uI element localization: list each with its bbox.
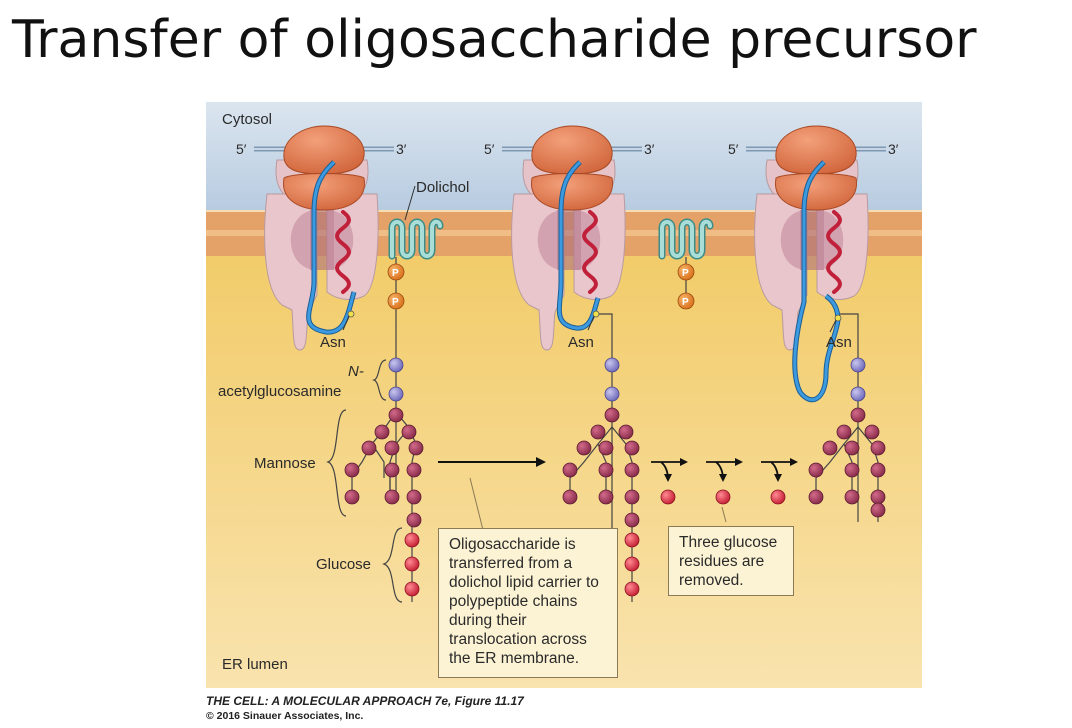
acetylglucosamine-label: acetylglucosamine xyxy=(218,383,341,400)
phosphate-letter: P xyxy=(392,268,399,279)
mannose-residue xyxy=(624,489,640,505)
mannose-residue xyxy=(604,407,620,423)
attached-oligosaccharide-3 xyxy=(808,313,886,522)
mannose-residue xyxy=(406,489,422,505)
phosphate-3 xyxy=(677,263,695,281)
mannose-residue xyxy=(406,512,422,528)
asn-label: Asn xyxy=(568,334,594,351)
mannose-residue xyxy=(374,424,390,440)
mannose-residue xyxy=(850,407,866,423)
asn-label: Asn xyxy=(826,334,852,351)
glucose-residue xyxy=(624,581,640,597)
mannose-residue xyxy=(401,424,417,440)
glucose-label-group: Glucose xyxy=(316,527,403,603)
removed-glucose xyxy=(715,489,731,505)
nag-residue xyxy=(388,357,404,373)
phosphate-2 xyxy=(387,292,405,310)
removed-glucose xyxy=(770,489,786,505)
mannose-residue xyxy=(388,407,404,423)
translocon-3: Asn xyxy=(754,125,869,403)
cytosol-label: Cytosol xyxy=(222,111,272,128)
mannose-label-group: Mannose xyxy=(254,409,347,517)
phosphate-letter: P xyxy=(682,268,689,279)
mannose-residue xyxy=(406,462,422,478)
n-prefix-label: N- xyxy=(348,363,364,380)
mannose-residue xyxy=(822,440,838,456)
figure: Cytosol ER lumen 5′ 3′ 5′ 3′ 5′ 3′ Asn D… xyxy=(206,102,922,688)
ribosome-1 xyxy=(282,125,366,211)
mannose-residue xyxy=(844,489,860,505)
glucose-removal-callout: Three glucose residues are removed. xyxy=(668,526,794,596)
mannose-residue xyxy=(836,424,852,440)
nag-residue xyxy=(604,357,620,373)
mannose-residue xyxy=(576,440,592,456)
translocon-1: Asn xyxy=(264,125,379,351)
mannose-residue xyxy=(361,440,377,456)
copyright-caption: © 2016 Sinauer Associates, Inc. xyxy=(206,710,364,722)
mannose-residue xyxy=(864,424,880,440)
nag-residue xyxy=(850,386,866,402)
translocon-2: Asn xyxy=(511,125,626,351)
mannose-residue xyxy=(344,489,360,505)
glucose-residue xyxy=(624,556,640,572)
dolichol-2: P P xyxy=(662,222,710,310)
nag-residue xyxy=(850,357,866,373)
er-lumen-label: ER lumen xyxy=(222,656,288,673)
phosphate-letter: P xyxy=(392,297,399,308)
phosphate-4 xyxy=(677,292,695,310)
mannose-residue xyxy=(344,462,360,478)
phosphate-letter: P xyxy=(682,297,689,308)
mannose-residue xyxy=(624,462,640,478)
mannose-residue xyxy=(598,462,614,478)
nag-residue xyxy=(604,386,620,402)
nag-label-group: N- acetylglucosamine xyxy=(218,359,387,401)
mannose-residue xyxy=(590,424,606,440)
mannose-residue xyxy=(384,462,400,478)
glucose-residue xyxy=(404,581,420,597)
figure-caption: THE CELL: A MOLECULAR APPROACH 7e, Figur… xyxy=(206,694,524,708)
mannose-residue xyxy=(562,489,578,505)
glucose-label: Glucose xyxy=(316,556,371,573)
mannose-residue xyxy=(870,462,886,478)
five-prime-label: 5′ xyxy=(484,141,495,157)
glucose-residue xyxy=(404,532,420,548)
five-prime-label: 5′ xyxy=(236,141,247,157)
nag-residue xyxy=(388,386,404,402)
mannose-residue xyxy=(618,424,634,440)
mannose-residue xyxy=(808,489,824,505)
mannose-residue xyxy=(870,440,886,456)
slide-title: Transfer of oligosaccharide precursor xyxy=(12,10,977,70)
mannose-residue xyxy=(624,512,640,528)
mannose-residue xyxy=(844,462,860,478)
transfer-callout: Oligosaccharide is transferred from a do… xyxy=(438,528,618,678)
glucose-removal-arrows xyxy=(651,458,798,523)
mannose-residue xyxy=(844,440,860,456)
mannose-residue xyxy=(408,440,424,456)
three-prime-label: 3′ xyxy=(396,141,407,157)
phosphate-1 xyxy=(387,263,405,281)
dolichol-label: Dolichol xyxy=(416,179,469,196)
mannose-residue xyxy=(598,489,614,505)
removed-glucose xyxy=(660,489,676,505)
mannose-label: Mannose xyxy=(254,455,316,472)
mannose-residue xyxy=(384,440,400,456)
oligosaccharide-precursor xyxy=(344,357,424,602)
mannose-residue xyxy=(624,440,640,456)
dolichol-1: Dolichol P P xyxy=(387,179,469,502)
asn-label: Asn xyxy=(320,334,346,351)
mannose-residue xyxy=(808,462,824,478)
mannose-residue xyxy=(562,462,578,478)
translocation-diagram: Cytosol ER lumen 5′ 3′ 5′ 3′ 5′ 3′ Asn D… xyxy=(206,102,922,688)
mannose-residue xyxy=(598,440,614,456)
mannose-residue xyxy=(870,489,886,505)
three-prime-label: 3′ xyxy=(888,141,899,157)
mannose-residue xyxy=(870,502,886,518)
glucose-residue xyxy=(404,556,420,572)
attached-oligosaccharide-2 xyxy=(562,313,640,602)
five-prime-label: 5′ xyxy=(728,141,739,157)
mannose-residue xyxy=(384,489,400,505)
glucose-residue xyxy=(624,532,640,548)
three-prime-label: 3′ xyxy=(644,141,655,157)
